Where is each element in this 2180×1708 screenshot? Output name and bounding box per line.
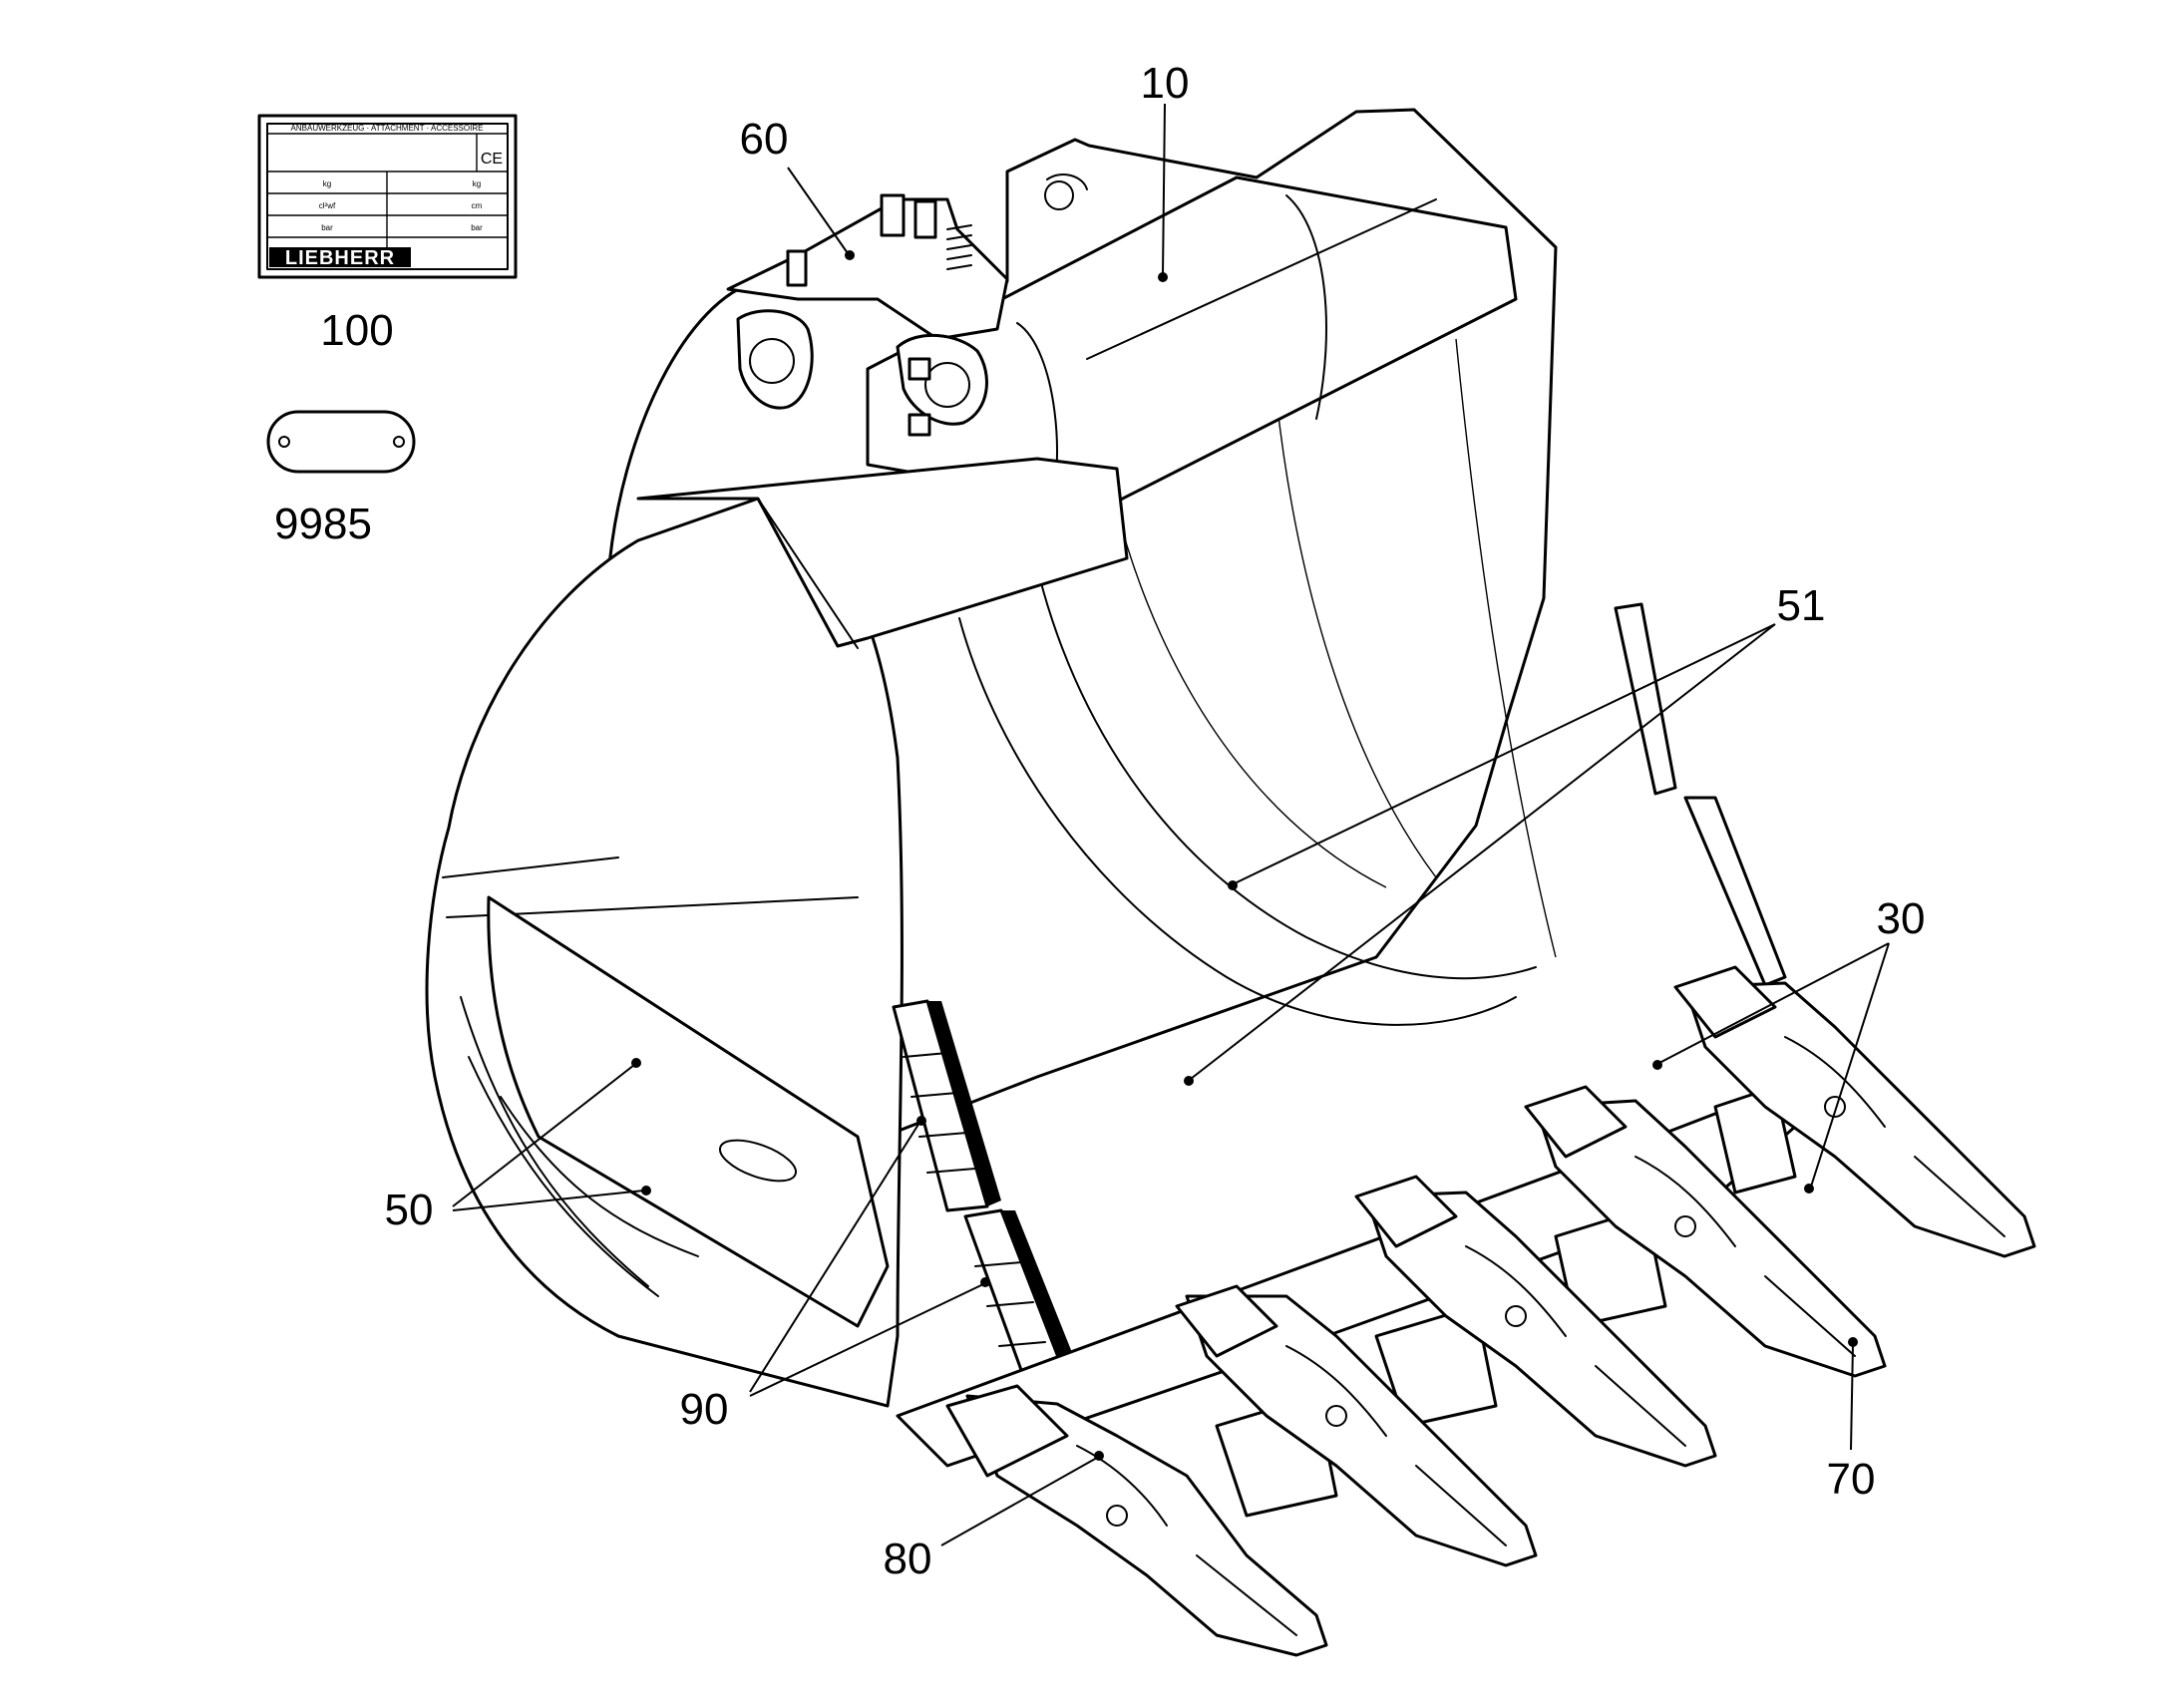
callout-60: 60 (740, 115, 789, 164)
type-plate: ANBAUWERKZEUG · ATTACHMENT · ACCESSOIRE … (257, 114, 518, 279)
ce-mark: CE (481, 151, 503, 168)
callout-30: 30 (1877, 894, 1926, 943)
plate-unit-label: cm (472, 201, 483, 210)
liebherr-logo: LIEBHERR (285, 247, 395, 269)
plate-unit-label: bar (321, 223, 333, 232)
leader-lines (452, 103, 1890, 1546)
type-plate-header: ANBAUWERKZEUG · ATTACHMENT · ACCESSOIRE (291, 124, 484, 133)
callout-50: 50 (385, 1186, 434, 1234)
callout-labels: 10 60 100 9985 51 30 50 90 80 70 (274, 59, 1925, 1583)
side-cutter-strip (1614, 602, 1787, 987)
plate-unit-label: bar (471, 223, 483, 232)
callout-80: 80 (884, 1535, 932, 1583)
callout-100: 100 (320, 306, 393, 355)
bucket-body (425, 108, 1558, 1408)
callout-10: 10 (1141, 59, 1190, 108)
callout-90: 90 (680, 1385, 729, 1434)
callout-51: 51 (1777, 581, 1826, 630)
bucket-teeth (945, 965, 2036, 1657)
callout-9985: 9985 (274, 500, 372, 548)
plate-unit-label: kg (323, 179, 331, 188)
mounting-bracket (726, 173, 1088, 437)
small-identification-plate (266, 410, 416, 474)
plate-unit-label: kg (473, 179, 481, 188)
plate-unit-label: cl²wf (319, 201, 336, 210)
callout-70: 70 (1827, 1455, 1876, 1504)
side-protectors (892, 999, 1091, 1416)
